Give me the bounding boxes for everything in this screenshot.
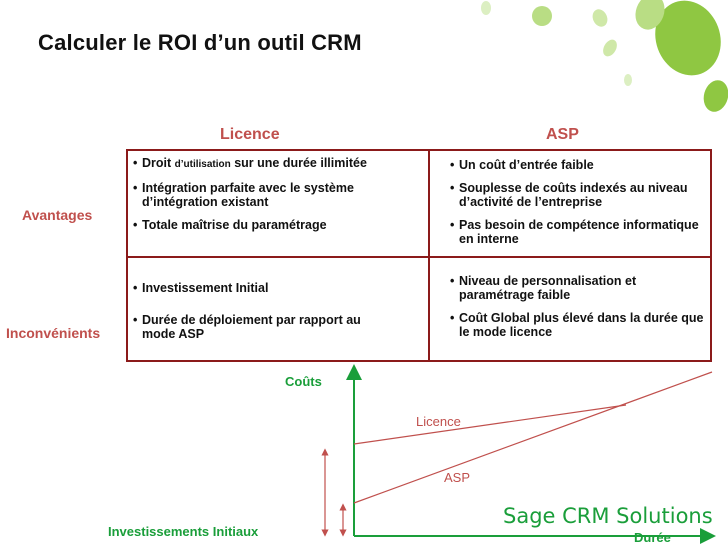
table-divider-vertical [428, 151, 430, 360]
list-item: Un coût d’entrée faible [450, 158, 710, 172]
column-header-licence: Licence [220, 126, 280, 143]
licence-line [353, 404, 627, 445]
list-item: Investissement Initial [133, 281, 393, 295]
leaf-decoration [481, 0, 728, 112]
cell-asp-avantages: Un coût d’entrée faible Souplesse de coû… [450, 158, 710, 255]
column-header-asp: ASP [546, 126, 579, 143]
list-item: Niveau de personnalisation et paramétrag… [450, 274, 710, 302]
list-item: Intégration parfaite avec le système d’i… [133, 181, 418, 209]
cell-licence-avantages: Droit d’utilisation sur une durée illimi… [133, 156, 418, 241]
y-axis-label: Coûts [285, 374, 322, 389]
page-title: Calculer le ROI d’un outil CRM [38, 30, 362, 55]
list-item: Droit d’utilisation sur une durée illimi… [133, 156, 418, 172]
cell-licence-inconvenients: Investissement Initial Durée de déploiem… [133, 281, 393, 350]
table-divider-horizontal [128, 256, 710, 258]
asp-line [353, 371, 713, 504]
list-item: Pas besoin de compétence informatique en… [450, 218, 710, 246]
initial-investment-label: Investissements Initiaux [108, 524, 259, 539]
comparison-table: Droit d’utilisation sur une durée illimi… [126, 149, 712, 362]
row-header-inconvenients: Inconvénients [6, 325, 101, 341]
licence-line-label: Licence [416, 414, 461, 429]
list-item: Souplesse de coûts indexés au niveau d’a… [450, 181, 710, 209]
list-item: Coût Global plus élevé dans la durée que… [450, 311, 710, 339]
cell-asp-inconvenients: Niveau de personnalisation et paramétrag… [450, 274, 710, 348]
list-item: Durée de déploiement par rapport au mode… [133, 313, 393, 341]
x-axis-label: Durée [634, 530, 671, 545]
brand-logo-text: Sage CRM Solutions [503, 504, 713, 528]
row-header-avantages: Avantages [22, 207, 93, 223]
list-item: Totale maîtrise du paramétrage [133, 218, 418, 232]
asp-line-label: ASP [444, 470, 471, 485]
